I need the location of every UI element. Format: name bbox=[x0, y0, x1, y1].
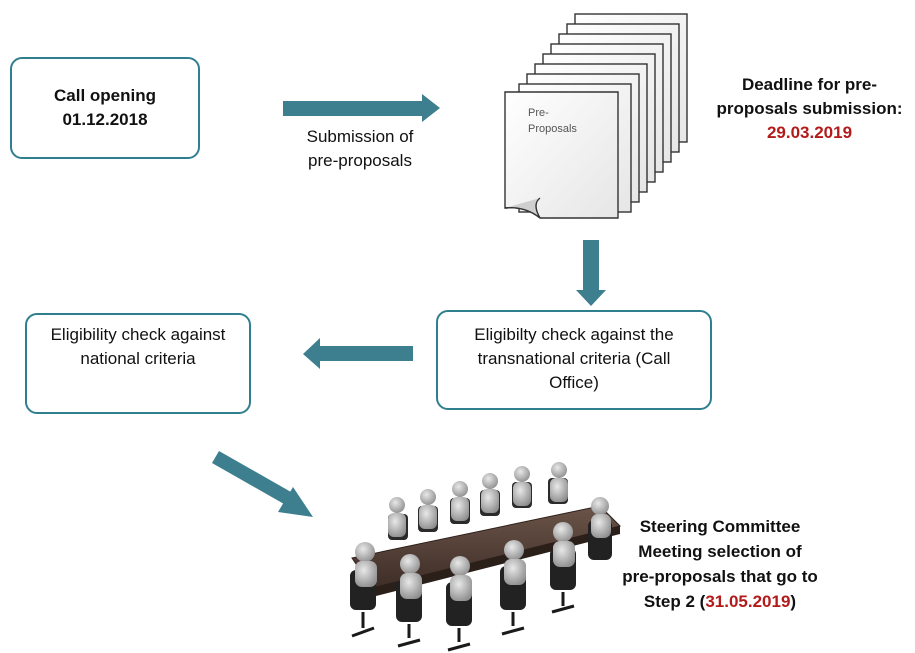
call-opening-date: 01.12.2018 bbox=[62, 110, 148, 129]
national-check-box bbox=[25, 313, 251, 414]
stack-label-line-1: Pre- bbox=[528, 107, 549, 119]
call-opening-text: Call opening 01.12.2018 bbox=[10, 84, 200, 132]
national-line-2: national criteria bbox=[80, 349, 196, 368]
call-opening-box bbox=[10, 57, 200, 159]
transnational-check-box bbox=[436, 310, 712, 410]
steering-line-2: Meeting selection of bbox=[638, 542, 802, 561]
transnational-line-2: transnational criteria (Call bbox=[477, 349, 671, 368]
transnational-line-3: Office) bbox=[549, 373, 599, 392]
steering-line-4-prefix: Step 2 ( bbox=[643, 592, 706, 611]
steering-line-4: Step 2 (31.05.2019) bbox=[600, 589, 840, 614]
submission-line-2: pre-proposals bbox=[308, 151, 412, 170]
national-line-1: Eligibility check against bbox=[50, 325, 226, 344]
steering-date: 31.05.2019 bbox=[705, 592, 791, 611]
steering-line-1: Steering Committee bbox=[639, 517, 801, 536]
deadline-date: 29.03.2019 bbox=[766, 123, 853, 142]
stack-label-line-2: Proposals bbox=[528, 123, 577, 135]
deadline-text: Deadline for pre- proposals submission: … bbox=[707, 73, 912, 145]
transnational-line-1: Eligibilty check against the bbox=[474, 325, 674, 344]
arrow-right bbox=[283, 94, 440, 122]
submission-label: Submission of pre-proposals bbox=[260, 125, 460, 173]
submission-line-1: Submission of bbox=[306, 127, 414, 146]
national-check-text: Eligibility check against national crite… bbox=[25, 323, 251, 371]
document-stack-icon bbox=[504, 13, 688, 219]
arrow-diagonal bbox=[212, 451, 313, 517]
deadline-line-2: proposals submission: bbox=[716, 99, 903, 118]
deadline-line-1: Deadline for pre- bbox=[741, 75, 878, 94]
transnational-check-text: Eligibilty check against the transnation… bbox=[436, 323, 712, 395]
meeting-table-icon bbox=[350, 462, 621, 652]
steering-line-3: pre-proposals that go to bbox=[622, 567, 818, 586]
steering-line-4-suffix: ) bbox=[790, 592, 797, 611]
arrow-left bbox=[303, 338, 413, 369]
arrow-down bbox=[576, 240, 606, 306]
steering-text: Steering Committee Meeting selection of … bbox=[600, 514, 840, 614]
call-opening-title: Call opening bbox=[54, 86, 156, 105]
